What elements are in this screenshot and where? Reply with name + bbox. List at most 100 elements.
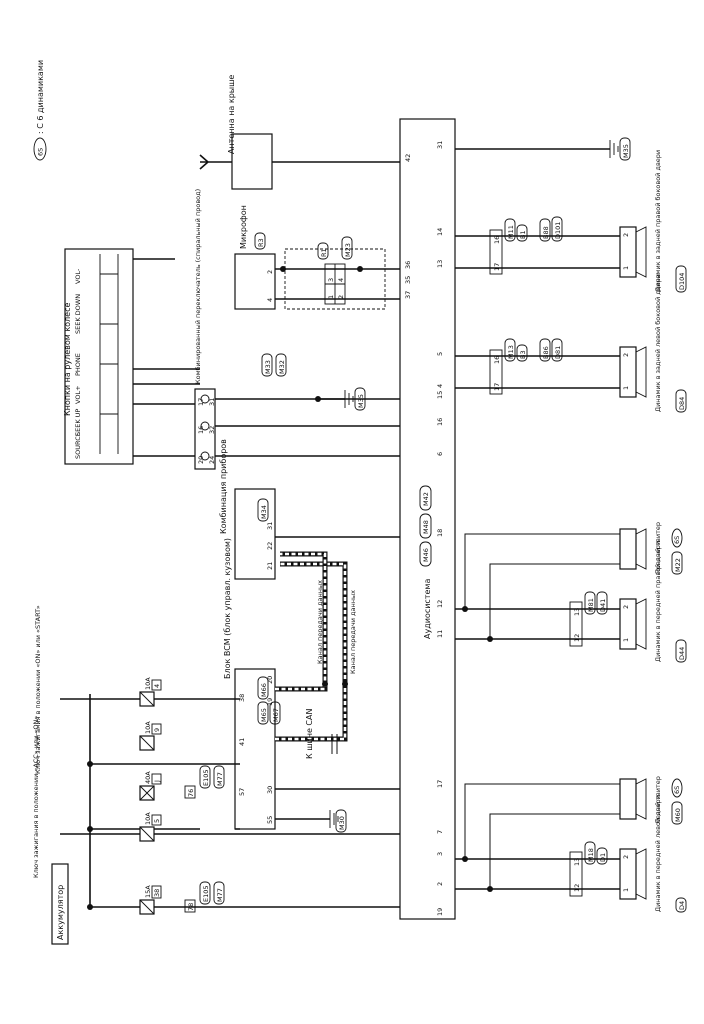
audio-pins: 19 2 7 3 17 11 12 18 6 16 15 4 5 37 35 3… [404, 141, 444, 916]
svg-text:16: 16 [493, 356, 501, 364]
svg-text:35: 35 [404, 276, 412, 284]
svg-text:21: 21 [266, 562, 274, 570]
svg-text:M65: M65 [260, 708, 268, 722]
mic-joint-connector: 4 3 2 1 R1 M23 [317, 236, 353, 305]
svg-text:Ключ зажигания в положении «AC: Ключ зажигания в положении «ACC» или «ON… [32, 716, 40, 878]
audio-ground: M35 [455, 137, 631, 161]
svg-text:Комбинированный переключатель: Комбинированный переключатель (спиральны… [194, 189, 202, 384]
combination-switch: Комбинированный переключатель (спиральны… [194, 189, 287, 470]
svg-text:Микрофон: Микрофон [239, 205, 248, 249]
svg-text:M18: M18 [587, 848, 595, 862]
svg-text:31: 31 [208, 398, 216, 406]
svg-text:R1: R1 [320, 248, 328, 257]
svg-text:36: 36 [404, 261, 412, 269]
can-data-line-2: Канал передачи данных [349, 590, 357, 674]
svg-text:19: 19 [266, 698, 274, 706]
svg-text:2: 2 [337, 295, 345, 299]
svg-text:2: 2 [436, 882, 444, 886]
rear-left-door-speaker: 17 16 M13 B3 B86 D81 1 2 Динамик в задне… [489, 274, 687, 413]
svg-text:22: 22 [266, 542, 274, 550]
svg-text:18: 18 [436, 529, 444, 537]
legend-code: 6S [37, 148, 45, 156]
svg-text:Динамик в передней левой двери: Динамик в передней левой двери [654, 795, 662, 912]
legend: 6S : С 6 динамиками [33, 60, 47, 161]
svg-text:14: 14 [436, 228, 444, 236]
svg-text:57: 57 [238, 788, 246, 796]
svg-text:6S: 6S [673, 536, 681, 544]
audio-codes: M46 M48 M42 [419, 485, 432, 567]
svg-text:19: 19 [436, 908, 444, 916]
svg-text:D4: D4 [678, 901, 686, 910]
svg-text:1: 1 [622, 266, 630, 270]
svg-text:40A: 40A [144, 771, 152, 784]
svg-text:M32: M32 [278, 360, 286, 374]
svg-text:D104: D104 [678, 273, 686, 290]
svg-text:M77: M77 [216, 888, 224, 902]
svg-text:2: 2 [622, 605, 630, 609]
svg-text:3: 3 [327, 278, 335, 282]
svg-text:16: 16 [436, 418, 444, 426]
svg-text:3: 3 [436, 852, 444, 856]
svg-text:1: 1 [622, 888, 630, 892]
audio-unit: Аудиосистема M46 M48 M42 [399, 118, 456, 920]
svg-text:1: 1 [327, 295, 335, 299]
svg-text:1: 1 [622, 638, 630, 642]
fuse-40a: 40A J [139, 771, 162, 801]
svg-text:Динамик в передней правой двер: Динамик в передней правой двери [654, 541, 662, 662]
svg-text:10A: 10A [144, 812, 152, 825]
svg-text:37: 37 [404, 291, 412, 299]
svg-text:17: 17 [493, 263, 501, 271]
svg-text:38: 38 [238, 694, 246, 702]
svg-text:VOL+: VOL+ [74, 385, 82, 404]
svg-text:D1: D1 [599, 853, 607, 862]
combo-switch-ground: M35 [318, 387, 366, 411]
fuse-10a-9: 10A 9 [139, 721, 162, 751]
svg-text:Антенна на крыше: Антенна на крыше [227, 75, 236, 154]
svg-text:SEEK DOWN: SEEK DOWN [74, 294, 82, 334]
svg-text:6S: 6S [673, 786, 681, 794]
svg-text:55: 55 [266, 816, 274, 824]
svg-text:5: 5 [436, 352, 444, 356]
svg-text:13: 13 [573, 858, 581, 866]
svg-text:Динамик в задней правой боково: Динамик в задней правой боковой двери [654, 150, 662, 292]
svg-text:Аккумулятор: Аккумулятор [56, 885, 65, 940]
svg-text:12: 12 [436, 600, 444, 608]
svg-text:2: 2 [266, 270, 274, 274]
svg-text:4: 4 [153, 684, 161, 688]
svg-text:Блок BCM (блок управл. кузовом: Блок BCM (блок управл. кузовом) [223, 538, 232, 679]
svg-text:M48: M48 [422, 520, 430, 534]
svg-text:12: 12 [573, 884, 581, 892]
svg-text:4: 4 [436, 384, 444, 388]
svg-text:VOL-: VOL- [74, 268, 82, 284]
svg-text:M81: M81 [587, 598, 595, 612]
svg-text:M35: M35 [357, 394, 365, 408]
svg-text:6: 6 [436, 452, 444, 456]
combination-meter: Комбинация приборов M34 21 22 31 [219, 439, 276, 580]
svg-text:B88: B88 [542, 226, 550, 239]
svg-text:4: 4 [266, 298, 274, 302]
svg-text:31: 31 [266, 522, 274, 530]
svg-text:M22: M22 [674, 558, 682, 572]
svg-text:M42: M42 [422, 492, 430, 506]
svg-text:M11: M11 [507, 225, 515, 239]
ignition-acc-on: Ключ зажигания в положении «ACC» или «ON… [32, 716, 40, 878]
svg-text:M67: M67 [272, 708, 280, 722]
svg-text:M77: M77 [216, 772, 224, 786]
fuse-15a: 15A 38 [139, 885, 162, 915]
fuse-10a-4: 10A 4 [139, 677, 162, 707]
svg-text:E105: E105 [202, 769, 210, 786]
connector-78: 78 E105 M77 [184, 881, 225, 913]
svg-text:Кнопки на рулевом колесе: Кнопки на рулевом колесе [63, 303, 72, 416]
svg-text:2: 2 [622, 855, 630, 859]
svg-text:M30: M30 [338, 816, 346, 830]
connector-76: 76 E105 M77 [184, 765, 225, 799]
svg-text:15: 15 [436, 391, 444, 399]
svg-text:20: 20 [266, 676, 274, 684]
svg-text:B1: B1 [519, 230, 527, 239]
svg-text:R3: R3 [257, 238, 265, 247]
svg-text:2: 2 [622, 353, 630, 357]
rear-right-door-speaker: 17 16 M11 B1 B88 D101 1 2 Динамик в задн… [489, 150, 687, 293]
svg-text:1: 1 [622, 386, 630, 390]
svg-text:10A: 10A [144, 677, 152, 690]
